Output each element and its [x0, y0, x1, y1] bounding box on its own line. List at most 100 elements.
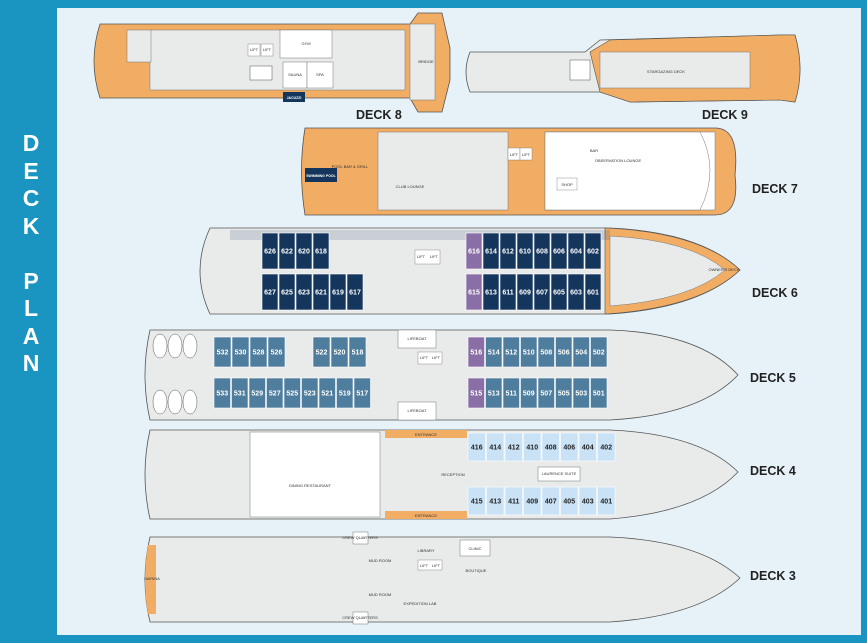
cabin[interactable] — [520, 377, 538, 409]
cabin[interactable] — [231, 336, 250, 368]
cabin[interactable] — [485, 336, 503, 368]
cabin[interactable] — [584, 232, 602, 270]
cabin[interactable] — [261, 273, 279, 311]
cabin[interactable] — [330, 336, 349, 368]
cabin[interactable] — [318, 377, 336, 409]
lift-label: LIFT — [430, 254, 439, 259]
cabin-number: 509 — [523, 391, 535, 398]
cabin[interactable] — [597, 432, 616, 462]
cabin[interactable] — [231, 377, 249, 409]
cabin[interactable] — [537, 336, 555, 368]
cabin[interactable] — [353, 377, 371, 409]
cabin[interactable] — [502, 377, 520, 409]
cabin[interactable] — [523, 432, 542, 462]
cabin[interactable] — [266, 377, 284, 409]
cabin[interactable] — [213, 377, 231, 409]
cabin-number: 609 — [519, 290, 531, 297]
cabin[interactable] — [584, 273, 602, 311]
cabin[interactable] — [295, 273, 313, 311]
cabin[interactable] — [465, 232, 483, 270]
cabin[interactable] — [261, 232, 279, 270]
cabin[interactable] — [346, 273, 364, 311]
cabin[interactable] — [520, 336, 538, 368]
cabin[interactable] — [267, 336, 286, 368]
cabin[interactable] — [516, 232, 534, 270]
cabin[interactable] — [499, 273, 517, 311]
cabin[interactable] — [467, 336, 485, 368]
cabin[interactable] — [485, 377, 503, 409]
cabin[interactable] — [249, 336, 268, 368]
mud-room-label: MUD ROOM — [369, 592, 392, 597]
title-letter: A — [22, 322, 40, 349]
cabin[interactable] — [213, 336, 232, 368]
cabin[interactable] — [329, 273, 347, 311]
cabin[interactable] — [567, 273, 585, 311]
cabin[interactable] — [523, 486, 542, 516]
deck-5-lifeboats — [152, 333, 198, 415]
cabin[interactable] — [560, 432, 579, 462]
deck-4[interactable]: DINING RESTAURANT ENTRANCE ENTRANCE RECE… — [144, 429, 796, 520]
cabin[interactable] — [560, 486, 579, 516]
deck-7[interactable]: SWIMMING POOL POOL BAR & GRILL CLUB LOUN… — [301, 127, 798, 216]
lift-label: LIFT — [263, 47, 272, 52]
cabin-number: 622 — [281, 249, 293, 256]
cabin[interactable] — [312, 336, 331, 368]
cabin[interactable] — [504, 432, 523, 462]
cabin[interactable] — [312, 232, 330, 270]
cabin[interactable] — [295, 232, 313, 270]
cabin[interactable] — [541, 432, 560, 462]
deck-8-label: DECK 8 — [356, 108, 402, 122]
cabin[interactable] — [486, 432, 505, 462]
cabin-number: 404 — [582, 445, 594, 452]
deck-3[interactable]: MARINA CREW QUARTERS CREW QUARTERS MUD R… — [144, 531, 796, 625]
deck-8[interactable]: GYM LIFT LIFT SAUNA SPA JACUZZI BRIDGE D… — [93, 12, 451, 122]
cabin[interactable] — [499, 232, 517, 270]
cabin[interactable] — [336, 377, 354, 409]
cabin[interactable] — [467, 377, 485, 409]
cabin[interactable] — [578, 486, 597, 516]
cabin[interactable] — [567, 232, 585, 270]
cabin[interactable] — [312, 273, 330, 311]
cabin[interactable] — [533, 273, 551, 311]
cabin[interactable] — [537, 377, 555, 409]
cabin[interactable] — [278, 273, 296, 311]
deck-9[interactable]: STARGAZING DECK DECK 9 — [465, 34, 801, 122]
cabin[interactable] — [278, 232, 296, 270]
cabin-number: 608 — [536, 249, 548, 256]
deck-plan-panel — [57, 8, 861, 635]
cabin[interactable] — [533, 232, 551, 270]
cabin[interactable] — [550, 273, 568, 311]
cabin-number: 623 — [298, 290, 310, 297]
cabin[interactable] — [502, 336, 520, 368]
cabin[interactable] — [283, 377, 301, 409]
cabin[interactable] — [482, 232, 500, 270]
cabin[interactable] — [467, 486, 486, 516]
cabin[interactable] — [541, 486, 560, 516]
gym-label: GYM — [301, 41, 310, 46]
cabin[interactable] — [597, 486, 616, 516]
cabin[interactable] — [248, 377, 266, 409]
cabin[interactable] — [516, 273, 534, 311]
cabin[interactable] — [486, 486, 505, 516]
cabin[interactable] — [590, 336, 608, 368]
cabin[interactable] — [572, 377, 590, 409]
cabin[interactable] — [467, 432, 486, 462]
title-letter: D — [22, 130, 40, 156]
cabin[interactable] — [555, 377, 573, 409]
cabin[interactable] — [348, 336, 367, 368]
cabin[interactable] — [550, 232, 568, 270]
cabin[interactable] — [555, 336, 573, 368]
cabin[interactable] — [482, 273, 500, 311]
marina-label: MARINA — [144, 576, 160, 581]
cabin[interactable] — [578, 432, 597, 462]
cabin[interactable] — [572, 336, 590, 368]
cabin[interactable] — [590, 377, 608, 409]
cabin[interactable] — [465, 273, 483, 311]
cabin-number: 615 — [468, 290, 480, 297]
cabin[interactable] — [504, 486, 523, 516]
cabin[interactable] — [301, 377, 319, 409]
